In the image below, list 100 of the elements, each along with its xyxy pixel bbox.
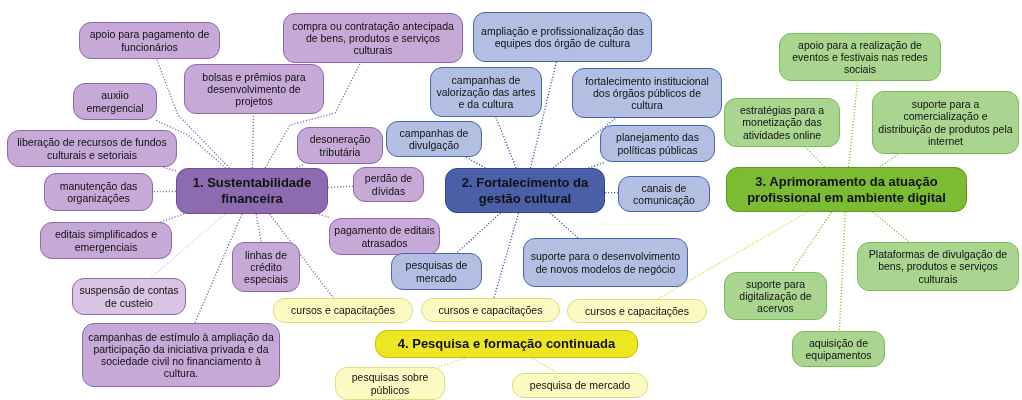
subtopic-box — [792, 331, 885, 367]
connector-line — [493, 212, 520, 299]
connector-line — [255, 213, 263, 243]
subtopic-box — [779, 33, 941, 81]
topic-label: suporte para digitalização de acervos — [738, 277, 813, 315]
subtopic-box — [283, 13, 463, 63]
subtopic-box — [600, 125, 715, 162]
subtopic-box — [72, 278, 186, 315]
topic-label: editais simplificados e emergenciais — [53, 228, 159, 253]
subtopic-box — [297, 127, 383, 164]
subtopic-box — [273, 298, 413, 323]
topic-label: pesquisas sobre públicos — [350, 371, 430, 396]
topic-title: 3. Aprimoramento da atuação profissional em ambiente digital — [746, 173, 947, 206]
subtopic-box — [512, 373, 648, 398]
topic-label: apoio para a realização de eventos e festivais nas redes sociais — [791, 38, 929, 76]
subtopic-box — [386, 121, 482, 157]
subtopic-box — [872, 91, 1019, 154]
topic-label: campanhas de divulgação — [398, 126, 470, 152]
topic-label: manutenção das organizações — [58, 179, 139, 205]
topic-label: perdão de dívidas — [363, 172, 414, 197]
subtopic-box — [857, 242, 1019, 291]
subtopic-box — [421, 298, 560, 322]
subtopic-box — [523, 238, 688, 287]
subtopic-box — [335, 367, 445, 400]
connector-line — [154, 119, 227, 169]
subtopic-box — [391, 253, 482, 290]
topic-label: linhas de crédito especiais — [243, 248, 289, 286]
topic-label: apoio para pagamento de funcionários — [88, 28, 211, 53]
subtopic-box — [353, 167, 424, 202]
subtopic-box — [567, 299, 707, 323]
topic-label: auxiio emergencial — [85, 89, 145, 114]
subtopic-box — [73, 83, 157, 120]
subtopic-box — [232, 242, 300, 292]
topic-label: cursos e capacitações — [291, 304, 395, 317]
topic-label: planejamento das políticas públicas — [615, 131, 700, 156]
topic-label: cursos e capacitações — [438, 303, 543, 317]
subtopic-box — [79, 22, 220, 59]
connector-line — [879, 153, 900, 168]
topic-title: 1. Sustentabilidade financeira — [191, 175, 313, 207]
connector-line — [872, 211, 910, 243]
connector-line — [264, 62, 362, 169]
connector-line — [552, 117, 617, 169]
topic-label: canais de comunicação — [632, 181, 696, 207]
central-topic-box — [375, 330, 638, 358]
topic-label: desoneração tributária — [308, 133, 372, 158]
topic-label: liberação de recursos de fundos culturais e setoriais — [16, 136, 168, 161]
subtopic-box — [44, 173, 153, 211]
topic-label: suspensão de contas de custeio — [78, 284, 180, 309]
connector-line — [790, 211, 833, 273]
topic-title: 4. Pesquisa e formação continuada — [397, 336, 616, 352]
connector-line — [160, 166, 177, 172]
connector-line — [194, 213, 243, 324]
connector-line — [251, 113, 255, 169]
connector-line — [318, 213, 332, 219]
connector-line — [848, 80, 859, 168]
topic-label: campanhas de estímulo à ampliação da participação da iniciativa privada e da sociedade civil no financiamento à cultura. — [87, 330, 275, 380]
connector-line — [268, 213, 335, 299]
connector-line — [456, 212, 502, 254]
topic-label: suporte para a comercialização e distribuição de produtos pela internet — [877, 98, 1014, 147]
connector-line — [295, 163, 305, 169]
subtopic-box — [618, 176, 710, 212]
topic-label: Plataformas de divulgação de bens, produtos e serviços culturais — [867, 248, 1009, 285]
topic-label: suporte para o desenvolvimento de novos modelos de negócio — [529, 250, 682, 275]
subtopic-box — [329, 218, 440, 255]
central-topic-box — [726, 167, 967, 212]
central-topic-box — [445, 168, 605, 213]
central-topic-box — [176, 168, 328, 214]
connector-line — [530, 357, 559, 374]
connector-line — [149, 213, 226, 279]
connector-line — [327, 185, 354, 189]
connector-line — [437, 357, 466, 368]
topic-label: fortalecimento institucional dos órgãos públicos de cultura — [584, 74, 710, 112]
connector-line — [155, 58, 231, 169]
connector-line — [529, 61, 558, 169]
topic-label: pesquisas de mercado — [404, 259, 469, 284]
connector-line — [495, 116, 517, 169]
topic-label: aquisição de equipamentos — [804, 336, 873, 362]
subtopic-box — [82, 323, 280, 387]
topic-label: estratégias para a monetização das atividades online — [738, 104, 826, 141]
topic-label: compra ou contratação antecipada de bens, produtos e serviços culturais — [291, 19, 455, 57]
connector-line — [804, 146, 826, 168]
subtopic-box — [184, 64, 324, 114]
topic-label: pagamento de editais atrasados — [334, 224, 435, 249]
topic-label: campanhas de valorização das artes e da cultura — [435, 73, 537, 111]
subtopic-box — [572, 68, 722, 118]
subtopic-box — [7, 130, 177, 167]
topic-label: pesquisa de mercado — [529, 379, 631, 392]
subtopic-box — [724, 272, 827, 320]
topic-label: cursos e capacitações — [585, 304, 689, 318]
connector-line — [549, 212, 579, 239]
subtopic-box — [473, 12, 652, 62]
subtopic-box — [430, 67, 542, 117]
subtopic-box — [724, 98, 840, 147]
connector-line — [604, 191, 619, 194]
topic-title: 2. Fortalecimento da gestão cultural — [460, 174, 590, 207]
connector-line — [465, 156, 486, 169]
connector-line — [838, 211, 847, 332]
topic-label: ampliação e profissionalização das equipes dos órgão de cultura — [480, 24, 645, 50]
subtopic-box — [40, 222, 172, 259]
connector-line — [152, 190, 177, 193]
